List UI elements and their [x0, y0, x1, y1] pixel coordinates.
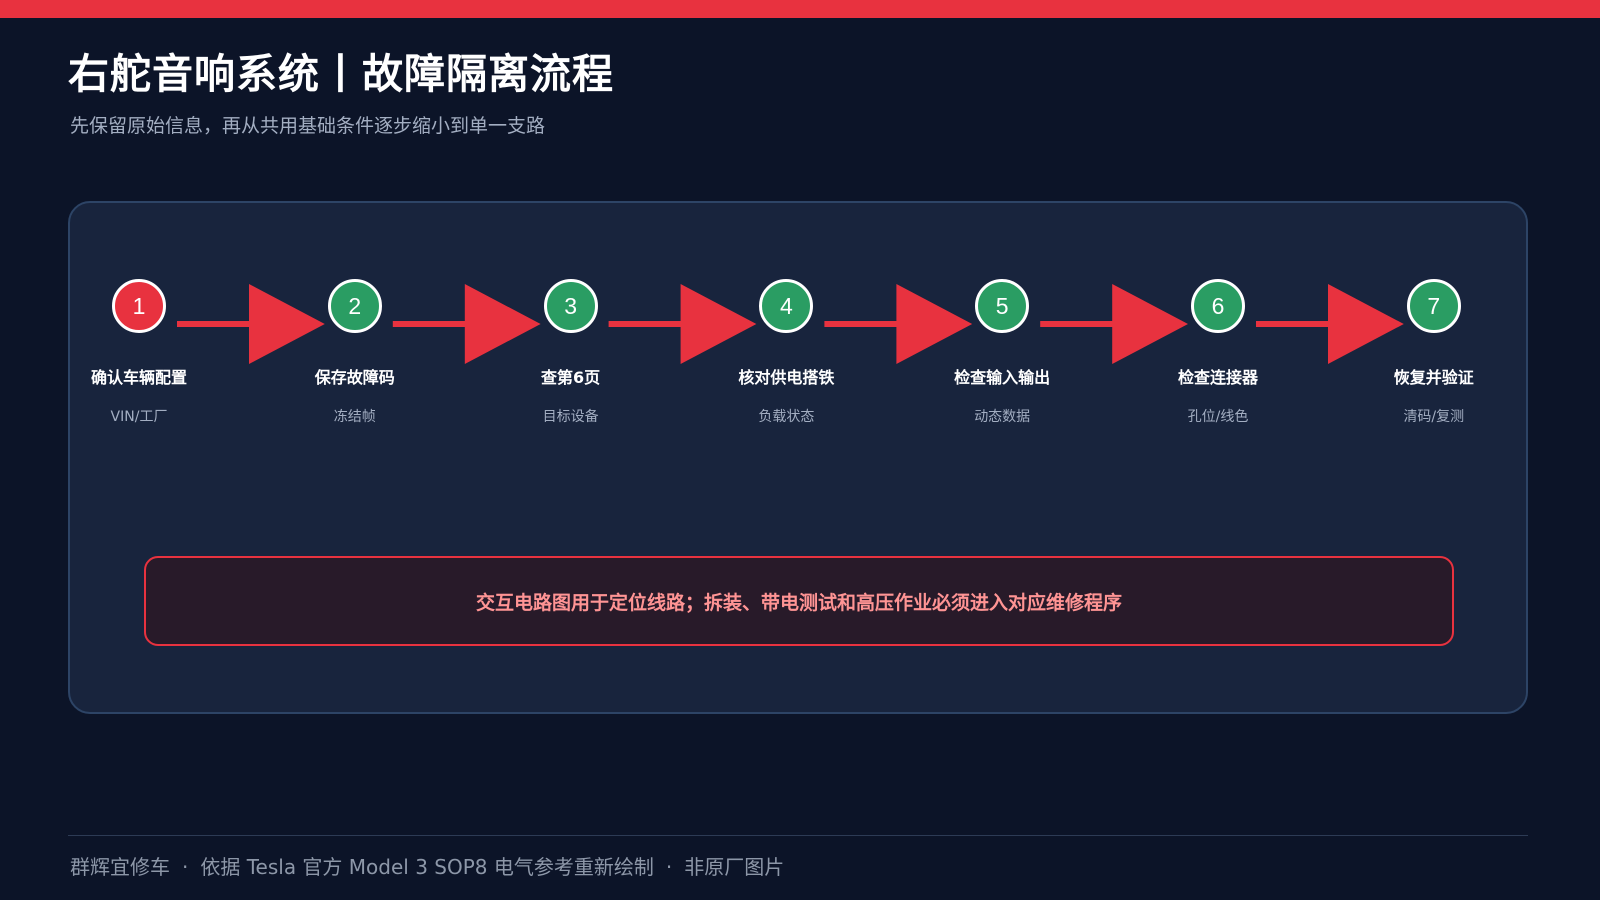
page-title: 右舵音响系统丨故障隔离流程 — [68, 50, 614, 98]
flow-panel: 1 确认车辆配置 VIN/工厂 2 保存故障码冻结帧 3 查第6页目标设备 4 核对供电搭铁负载… — [68, 201, 1528, 714]
arrow-head-icon — [249, 284, 325, 364]
footer-note: 非原厂图片 — [684, 855, 785, 879]
step-number-badge: 4 — [759, 279, 814, 333]
step-subtitle: VIN/工厂 — [110, 409, 168, 425]
step-number-badge: 7 — [1406, 279, 1461, 333]
arrow-head-icon — [1328, 284, 1404, 364]
step-subtitle: 动态数据 — [974, 409, 1031, 425]
step-number-badge: 6 — [1191, 279, 1245, 333]
flow-arrows — [177, 284, 1404, 364]
flow-step: 7 恢复并验证清码/复测 — [1334, 279, 1534, 426]
step-title: 恢复并验证 — [1393, 368, 1474, 387]
arrow-head-icon — [896, 284, 973, 364]
footer-separator: · — [182, 855, 189, 879]
warning-box: 交互电路图用于定位线路；拆装、带电测试和高压作业必须进入对应维修程序 — [144, 556, 1454, 646]
footer-source: 依据 Tesla 官方 Model 3 SOP8 电气参考重新绘制 — [200, 855, 654, 879]
step-number-badge: 1 — [112, 279, 166, 333]
arrow-head-icon — [680, 284, 757, 364]
footer-separator: · — [665, 855, 673, 879]
step-title: 确认车辆配置 — [90, 368, 187, 387]
step-title: 检查连接器 — [1177, 368, 1258, 387]
step-subtitle: 负载状态 — [758, 409, 815, 425]
step-subtitle: 孔位/线色 — [1187, 409, 1249, 425]
footer-divider — [68, 835, 1528, 836]
step-number-badge: 5 — [975, 279, 1030, 333]
step-title: 检查输入输出 — [954, 368, 1051, 387]
flow-step: 4 核对供电搭铁负载状态 — [686, 279, 886, 426]
page-subtitle: 先保留原始信息，再从共用基础条件逐步缩小到单一支路 — [70, 115, 546, 137]
flow-step: 1 确认车辆配置 VIN/工厂 — [39, 279, 239, 426]
step-subtitle: 冻结帧 — [333, 409, 376, 425]
flow-step: 3 查第6页目标设备 — [471, 279, 671, 426]
step-subtitle: 目标设备 — [542, 409, 599, 425]
warning-text: 交互电路图用于定位线路；拆装、带电测试和高压作业必须进入对应维修程序 — [475, 591, 1122, 614]
flow-step: 2 保存故障码冻结帧 — [255, 279, 455, 426]
step-title: 保存故障码 — [314, 368, 395, 387]
step-number-badge: 3 — [543, 279, 598, 333]
step-title: 核对供电搭铁 — [738, 368, 835, 387]
flow-step: 5 检查输入输出动态数据 — [902, 279, 1102, 426]
arrow-head-icon — [1112, 284, 1188, 364]
step-number-badge: 2 — [327, 279, 382, 333]
arrow-head-icon — [464, 284, 541, 364]
flow-step: 6 检查连接器孔位/线色 — [1118, 279, 1318, 426]
step-title: 查第6页 — [541, 368, 601, 387]
footer: 群辉宜修车 · 依据 Tesla 官方 Model 3 SOP8 电气参考重新绘制 ·… — [70, 851, 784, 880]
footer-brand: 群辉宜修车 — [70, 855, 170, 879]
step-subtitle: 清码/复测 — [1403, 409, 1465, 425]
top-accent-bar — [0, 0, 1600, 18]
